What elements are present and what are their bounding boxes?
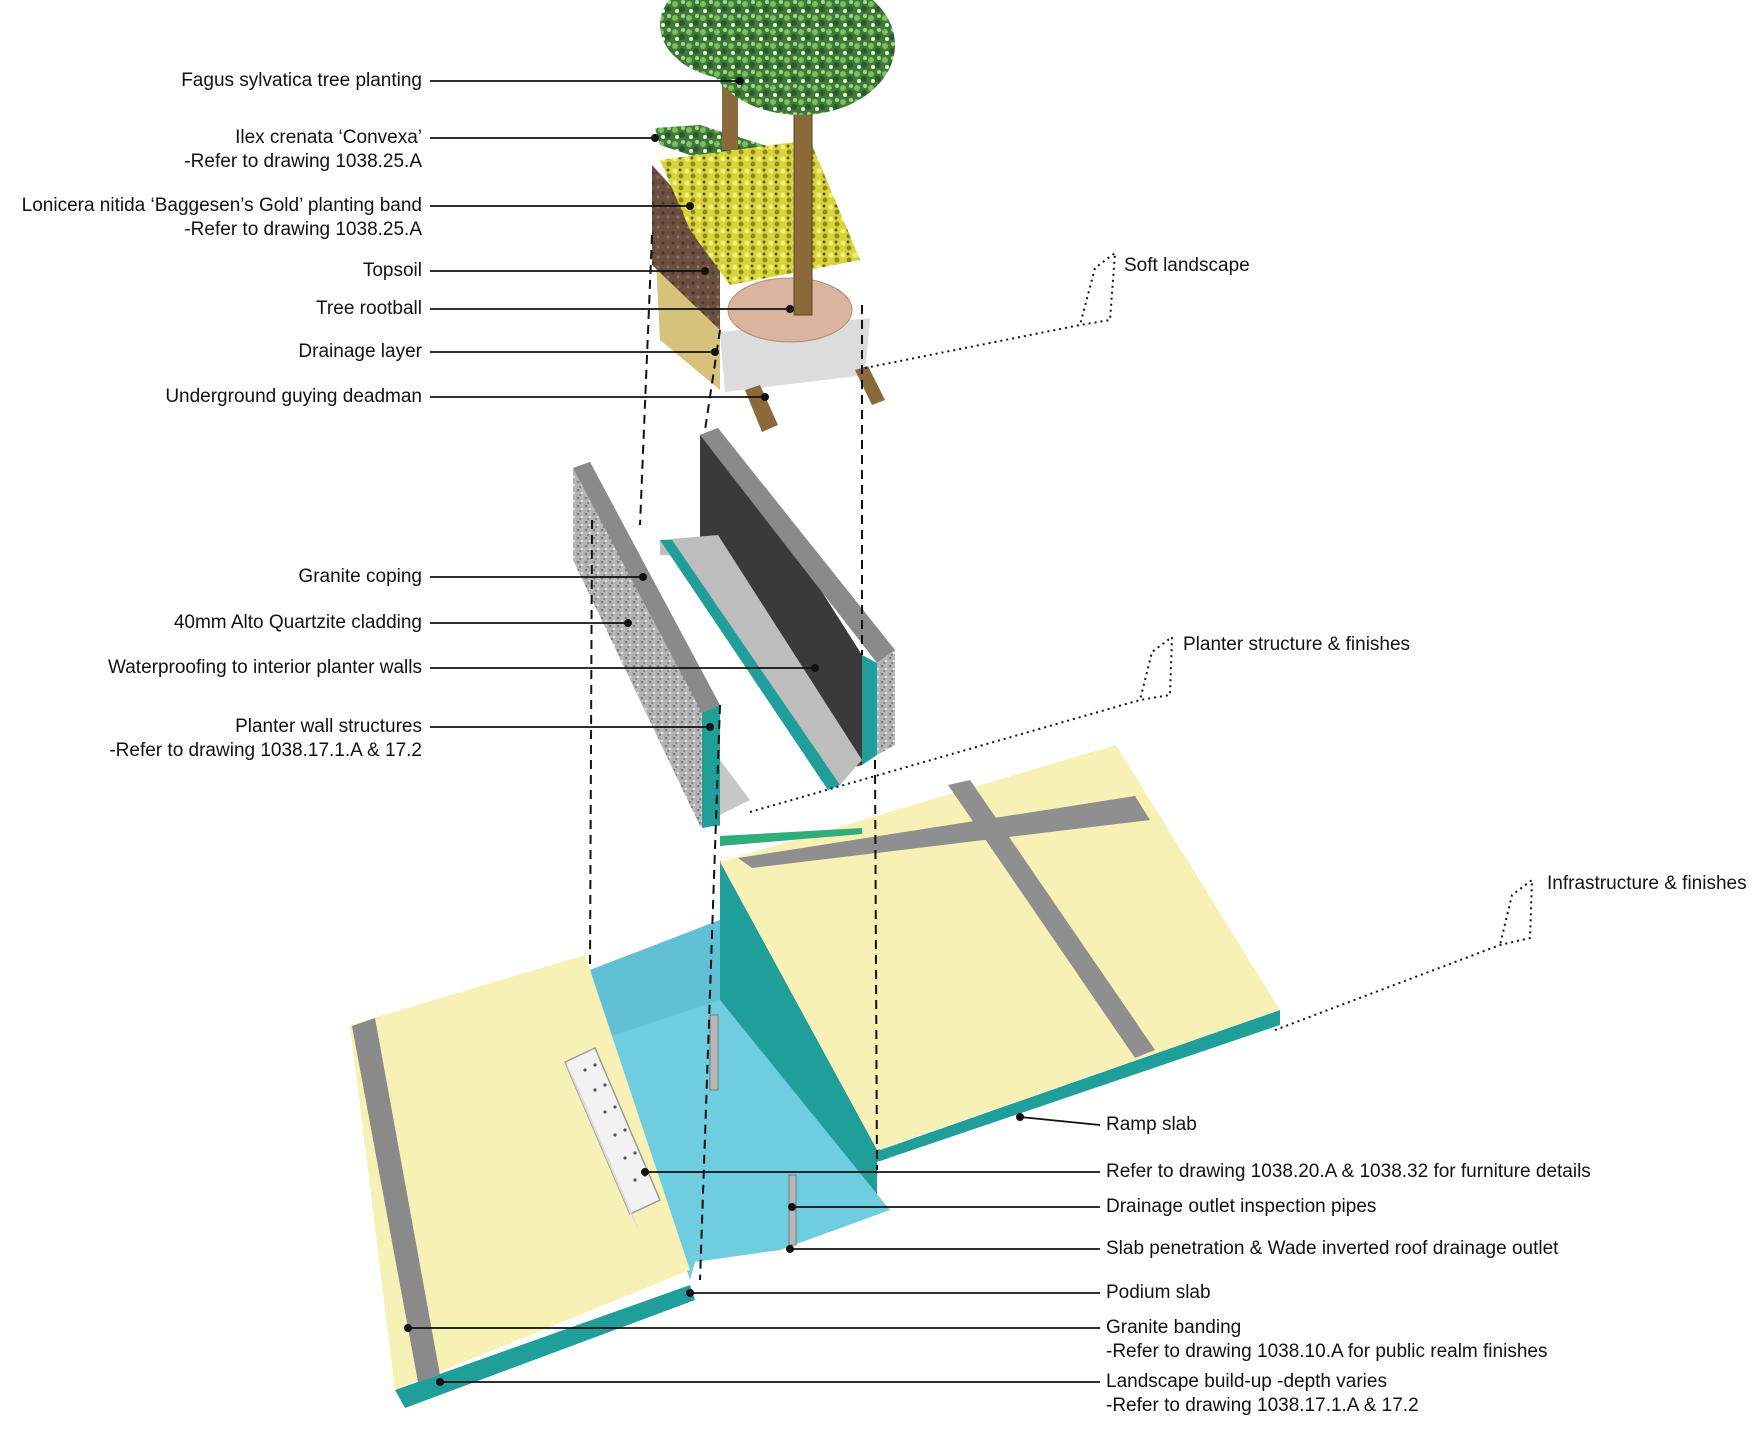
label-deadman: Underground guying deadman bbox=[165, 386, 422, 407]
guying-deadman-right bbox=[855, 366, 885, 405]
planter-structure-layer bbox=[573, 428, 895, 828]
guying-deadman-left bbox=[745, 385, 778, 432]
left-wall-structure bbox=[702, 705, 720, 828]
label-fagus: Fagus sylvatica tree planting bbox=[181, 70, 422, 91]
ramp-granite-band-1 bbox=[738, 796, 1150, 868]
planter-base-teal bbox=[660, 540, 840, 790]
label-cladding: 40mm Alto Quartzite cladding bbox=[173, 612, 422, 633]
label-furniture: Refer to drawing 1038.20.A & 1038.32 for… bbox=[1106, 1161, 1591, 1182]
left-wall-coping bbox=[573, 462, 720, 713]
group-label-infrastructure: Infrastructure & finishes bbox=[1547, 873, 1747, 894]
label-slab-penetration: Slab penetration & Wade inverted roof dr… bbox=[1106, 1238, 1559, 1259]
label-ramp-slab: Ramp slab bbox=[1106, 1114, 1197, 1135]
soft-landscape-layer bbox=[652, 0, 895, 432]
bench bbox=[564, 1046, 661, 1232]
label-granite-banding: Granite banding-Refer to drawing 1038.10… bbox=[1106, 1317, 1548, 1362]
label-landscape-buildup: Landscape build-up -depth varies-Refer t… bbox=[1106, 1371, 1419, 1416]
tree-trunk-front bbox=[793, 99, 813, 316]
right-wall-cladding bbox=[877, 650, 895, 755]
right-wall-coping bbox=[700, 428, 895, 663]
label-podium-slab: Podium slab bbox=[1106, 1282, 1211, 1303]
label-ilex: Ilex crenata ‘Convexa’-Refer to drawing … bbox=[184, 127, 422, 172]
group-label-soft-landscape: Soft landscape bbox=[1124, 255, 1250, 276]
label-topsoil: Topsoil bbox=[362, 260, 422, 281]
left-wall-cladding bbox=[573, 462, 720, 826]
right-wall-structure bbox=[862, 655, 877, 765]
projection-lines bbox=[589, 234, 878, 1281]
label-lonicera: Lonicera nitida ‘Baggesen’s Gold’ planti… bbox=[21, 195, 422, 240]
label-planter-wall: Planter wall structures-Refer to drawing… bbox=[109, 716, 422, 761]
tree-canopy-front bbox=[705, 0, 895, 115]
right-wall-membrane bbox=[700, 428, 862, 770]
label-granite-coping: Granite coping bbox=[298, 566, 422, 587]
infra-bracket bbox=[1274, 877, 1534, 1031]
podium-channel-back bbox=[590, 920, 720, 1040]
leader-dots bbox=[404, 77, 1024, 1386]
group-label-planter: Planter structure & finishes bbox=[1183, 634, 1411, 655]
leader-lines bbox=[408, 80, 1101, 1383]
infrastructure-layer bbox=[350, 745, 1280, 1408]
ramp-edge-strip bbox=[720, 828, 862, 846]
ramp-granite-band-2 bbox=[948, 780, 1155, 1058]
podium-granite-band bbox=[352, 1018, 440, 1382]
left-wall-base bbox=[720, 760, 750, 815]
label-waterproofing: Waterproofing to interior planter walls bbox=[108, 657, 422, 678]
podium-slab-side bbox=[395, 1285, 695, 1408]
ramp-slab-edge bbox=[720, 862, 877, 1200]
group-brackets bbox=[749, 250, 1534, 1031]
label-drainage-layer: Drainage layer bbox=[298, 341, 422, 362]
soft-landscape-bracket bbox=[864, 250, 1117, 369]
podium-slab-face bbox=[350, 955, 690, 1390]
label-inspection-pipes: Drainage outlet inspection pipes bbox=[1106, 1196, 1377, 1217]
label-rootball: Tree rootball bbox=[316, 298, 422, 319]
inspection-pipe-1 bbox=[709, 1014, 719, 1091]
